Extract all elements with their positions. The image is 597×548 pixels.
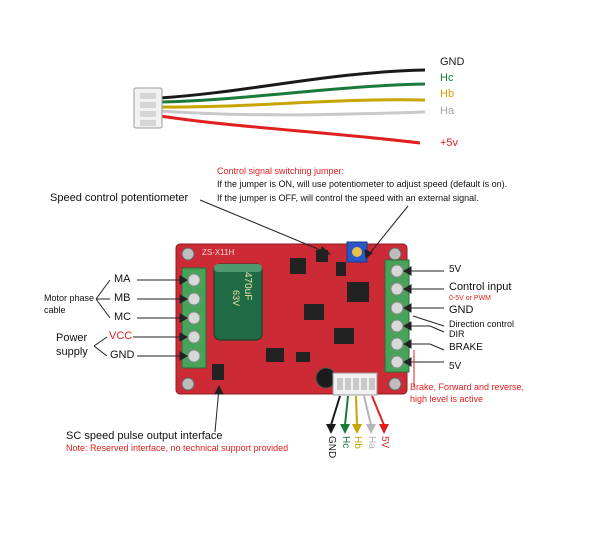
- bottom-wire-arrows: [326, 395, 389, 434]
- terminal-label-ma: MA: [114, 273, 131, 285]
- leader-lines: [93, 199, 445, 433]
- wire-yellow: [159, 98, 426, 109]
- capacitor-text: 470uF: [242, 272, 253, 301]
- brake-note-line2: high level is active: [410, 394, 484, 404]
- terminal-label-gnd-right: GND: [449, 304, 474, 316]
- brake-note-line1: Brake, Forward and reverse,: [410, 382, 525, 392]
- terminal-label-mc: MC: [114, 311, 132, 323]
- bottom-label-ha: Ha: [366, 436, 377, 449]
- transistor: [212, 364, 224, 380]
- wire-red: [159, 114, 421, 145]
- board-model: ZS-X11H: [202, 248, 235, 257]
- power-supply-line1: Power: [56, 332, 88, 344]
- harness-label-ha: Ha: [440, 105, 455, 117]
- wire-black: [159, 68, 426, 100]
- sc-interface-note: Note: Reserved interface, no technical s…: [66, 443, 289, 453]
- power-supply-line2: supply: [56, 346, 88, 358]
- wire-harness: [133, 68, 426, 145]
- chip: [266, 348, 284, 362]
- brake-label: BRAKE: [449, 342, 483, 353]
- chip: [290, 258, 306, 274]
- sc-interface-title: SC speed pulse output interface: [66, 430, 223, 442]
- dir-label: DIR: [449, 329, 465, 339]
- control-input-sub: 0-5V or PWM: [449, 295, 492, 302]
- chip: [296, 352, 310, 362]
- terminal-label-mb: MB: [114, 292, 131, 304]
- bottom-label-gnd: GND: [326, 436, 337, 459]
- jumper-note-line1: If the jumper is ON, will use potentiome…: [217, 179, 508, 189]
- chip: [336, 262, 346, 276]
- terminal-label-5v-bottom: 5V: [449, 361, 462, 372]
- harness-label-gnd: GND: [440, 56, 465, 68]
- right-terminal-block: [384, 259, 410, 373]
- terminal-label-gnd-left: GND: [110, 349, 135, 361]
- mount-hole: [388, 247, 402, 261]
- direction-control-label: Direction control: [449, 319, 515, 329]
- bottom-label-hc: Hc: [340, 436, 351, 449]
- wire-gray: [159, 109, 426, 117]
- bottom-label-5v: 5V: [379, 436, 390, 449]
- terminal-label-5v-top: 5V: [449, 264, 462, 275]
- chip: [347, 282, 369, 302]
- mount-hole: [181, 247, 195, 261]
- harness-label-hc: Hc: [440, 72, 454, 84]
- wire-green: [159, 82, 426, 104]
- control-input-label: Control input: [449, 281, 512, 293]
- capacitor-voltage: 63V: [231, 290, 241, 307]
- potentiometer-label: Speed control potentiometer: [50, 192, 189, 204]
- harness-label-5v: +5v: [440, 137, 459, 149]
- jumper-note-line2: If the jumper is OFF, will control the s…: [217, 193, 479, 203]
- jumper-note-title: Control signal switching jumper:: [217, 166, 345, 176]
- motor-phase-line2: cable: [44, 305, 66, 315]
- mount-hole: [181, 377, 195, 391]
- mount-hole: [388, 377, 402, 391]
- terminal-label-vcc: VCC: [109, 330, 133, 342]
- motor-phase-line1: Motor phase: [44, 293, 95, 303]
- bottom-label-hb: Hb: [352, 436, 363, 449]
- harness-label-hb: Hb: [440, 88, 455, 100]
- chip: [304, 304, 324, 320]
- controller-board: [175, 241, 410, 396]
- chip: [334, 328, 354, 344]
